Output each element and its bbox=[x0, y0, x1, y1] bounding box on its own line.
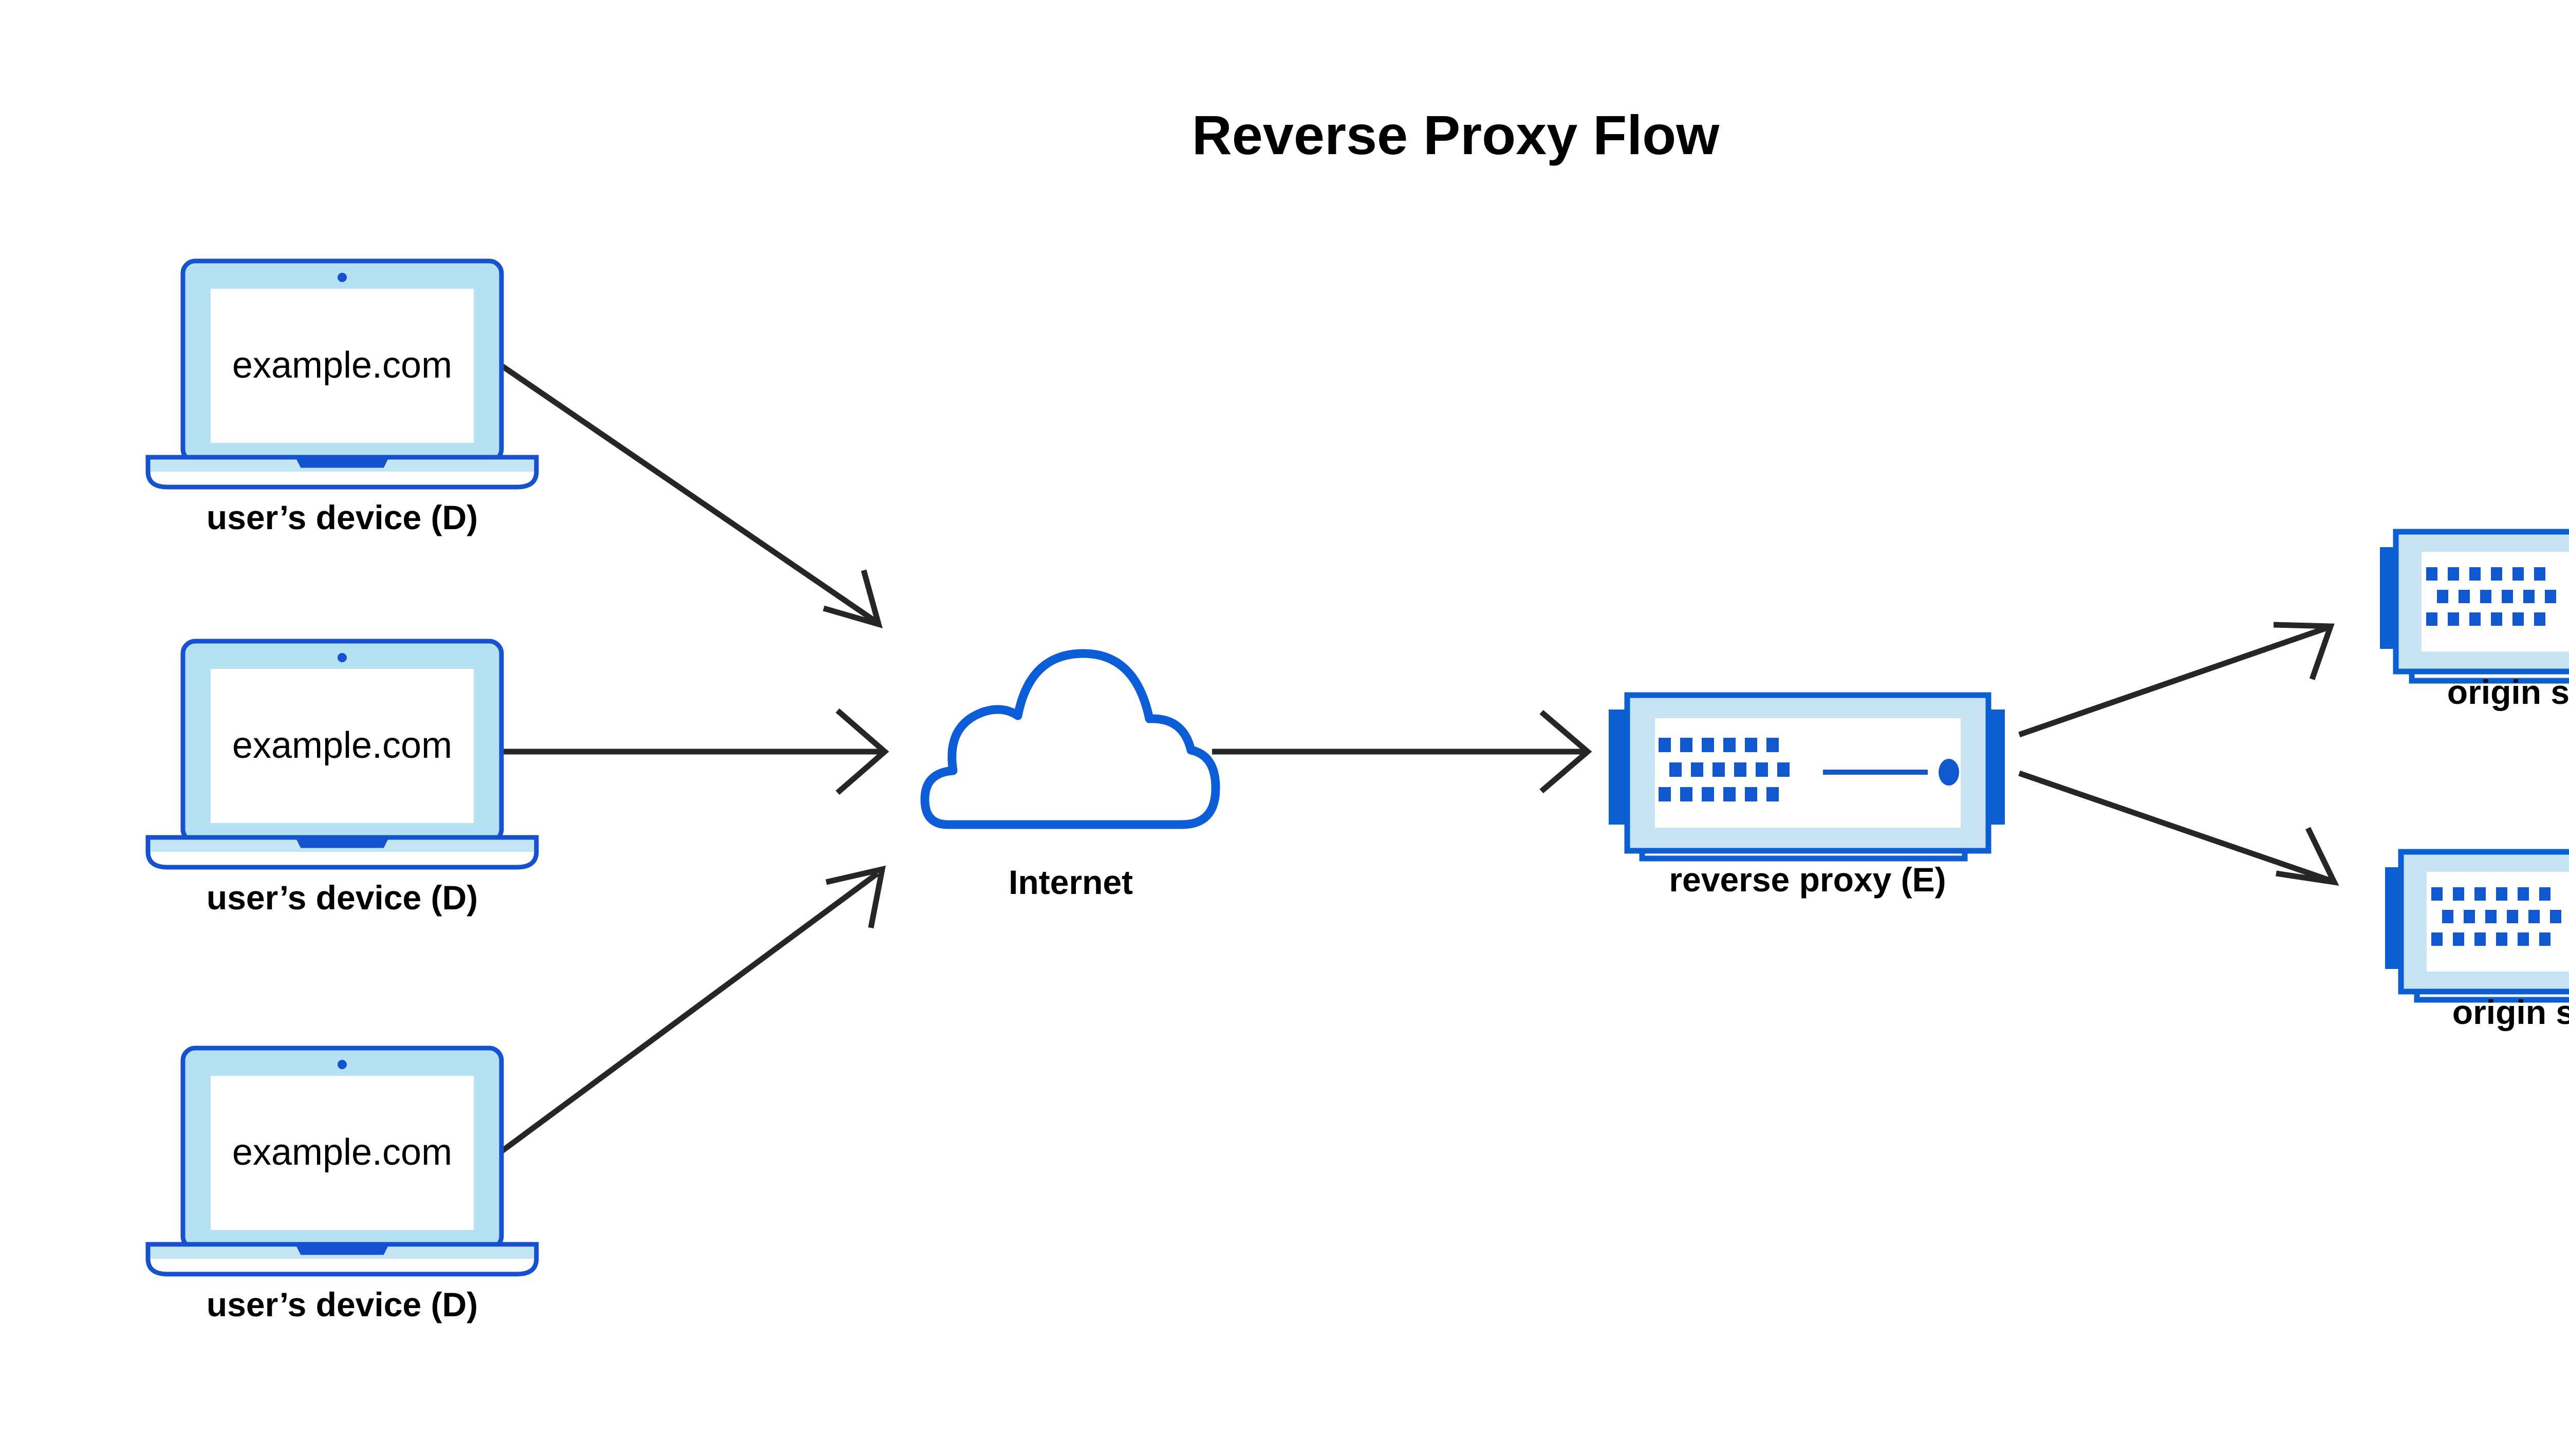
laptop-icon-2 bbox=[145, 639, 539, 870]
server-icon-origin-1 bbox=[2380, 529, 2569, 684]
node-origin-server-2[interactable]: origin server (F) bbox=[2385, 849, 2569, 1031]
laptop-camera-icon-1 bbox=[338, 273, 347, 282]
laptop-camera-icon-2 bbox=[338, 653, 347, 662]
cloud-icon bbox=[920, 649, 1220, 829]
reverse-proxy-label: reverse proxy (E) bbox=[1669, 861, 1946, 899]
page-title: Reverse Proxy Flow bbox=[1192, 104, 1720, 166]
edge-client-1-to-internet bbox=[500, 364, 883, 629]
laptop-camera-icon-3 bbox=[338, 1060, 347, 1069]
node-client-3[interactable]: example.com user’s device (D) bbox=[145, 1046, 539, 1323]
node-origin-server-1[interactable]: origin server (F) bbox=[2380, 529, 2569, 711]
client-2-screen-text: example.com bbox=[232, 725, 452, 766]
edge-proxy-to-origin-2 bbox=[2018, 770, 2339, 886]
origin-server-2-label: origin server (F) bbox=[2452, 993, 2569, 1031]
node-internet[interactable]: Internet bbox=[920, 649, 1220, 901]
edge-proxy-to-origin-1 bbox=[2018, 622, 2335, 738]
server-icon-proxy bbox=[1609, 692, 2005, 862]
edge-client-2-to-internet bbox=[496, 708, 889, 795]
client-1-screen-text: example.com bbox=[232, 345, 452, 386]
internet-label: Internet bbox=[1009, 863, 1133, 901]
server-icon-origin-2 bbox=[2385, 849, 2569, 1003]
node-reverse-proxy[interactable]: reverse proxy (E) bbox=[1609, 692, 2005, 899]
client-2-label: user’s device (D) bbox=[207, 879, 478, 917]
client-3-label: user’s device (D) bbox=[207, 1285, 478, 1323]
edge-client-3-to-internet bbox=[495, 865, 886, 1157]
laptop-icon-1 bbox=[145, 258, 539, 490]
node-client-2[interactable]: example.com user’s device (D) bbox=[145, 639, 539, 917]
origin-server-1-label: origin server (F) bbox=[2447, 673, 2569, 711]
client-1-label: user’s device (D) bbox=[207, 498, 478, 536]
node-client-1[interactable]: example.com user’s device (D) bbox=[145, 258, 539, 536]
laptop-icon-3 bbox=[145, 1046, 539, 1277]
edge-internet-to-proxy bbox=[1212, 710, 1592, 794]
client-3-screen-text: example.com bbox=[232, 1132, 452, 1173]
